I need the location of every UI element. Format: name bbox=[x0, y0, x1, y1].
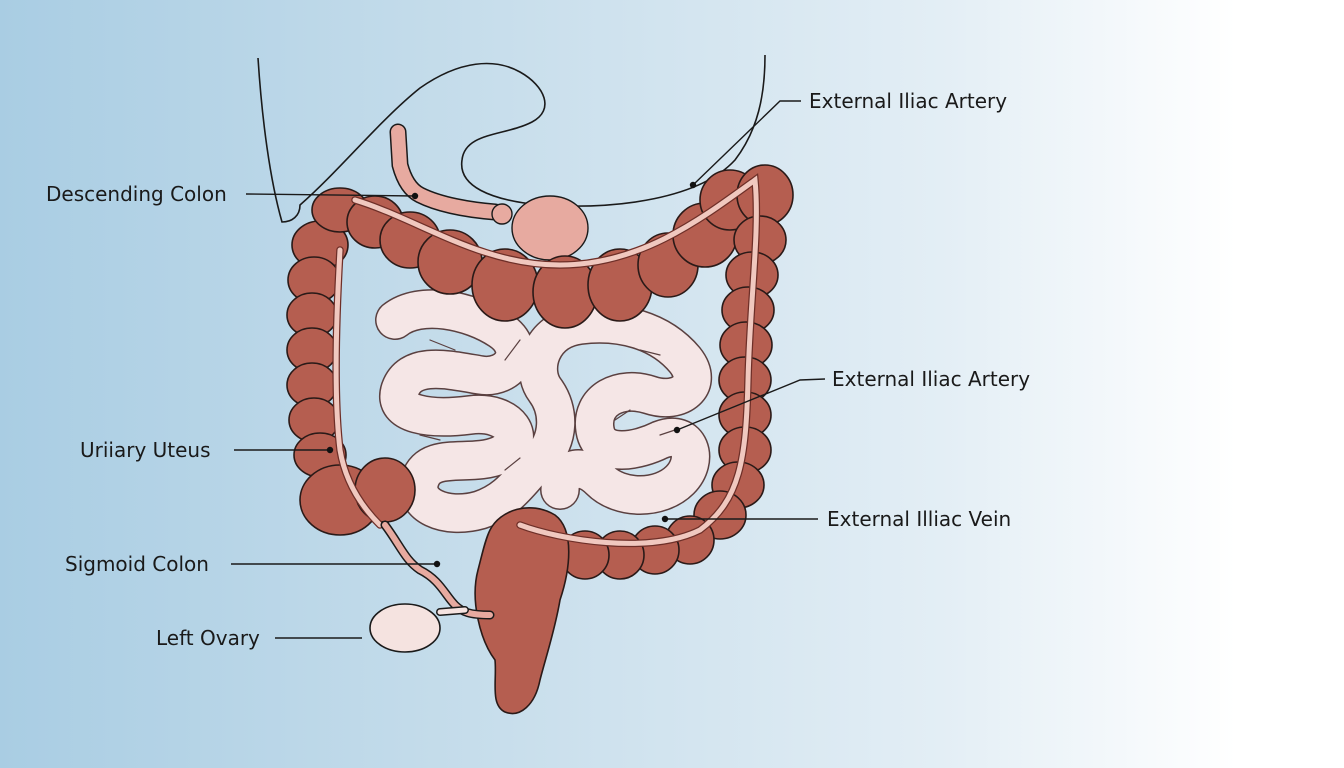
label-text: External Iliac Artery bbox=[832, 367, 1030, 391]
stomach-outline bbox=[257, 54, 766, 223]
label-external-iliac-artery-mid: External Iliac Artery bbox=[673, 367, 1030, 434]
left-ovary bbox=[369, 603, 441, 653]
label-left-ovary: Left Ovary bbox=[156, 626, 362, 650]
ascending-colon bbox=[286, 220, 416, 536]
fallopian-tube bbox=[380, 520, 495, 620]
large-intestine bbox=[286, 164, 794, 715]
label-text: Left Ovary bbox=[156, 626, 260, 650]
label-text: External Iliac Artery bbox=[809, 89, 1007, 113]
label-sigmoid-colon: Sigmoid Colon bbox=[65, 552, 441, 576]
label-text: Descending Colon bbox=[46, 182, 227, 206]
small-intestine bbox=[375, 289, 712, 534]
label-text: External Illiac Vein bbox=[827, 507, 1011, 531]
label-uriiary-uteus: Uriiary Uteus bbox=[80, 438, 334, 462]
label-descending-colon: Descending Colon bbox=[46, 182, 419, 206]
label-external-illiac-vein: External Illiac Vein bbox=[661, 507, 1011, 531]
label-external-iliac-artery-top: External Iliac Artery bbox=[689, 89, 1007, 189]
label-text: Uriiary Uteus bbox=[80, 438, 211, 462]
label-text: Sigmoid Colon bbox=[65, 552, 209, 576]
bile-duct bbox=[389, 123, 589, 261]
